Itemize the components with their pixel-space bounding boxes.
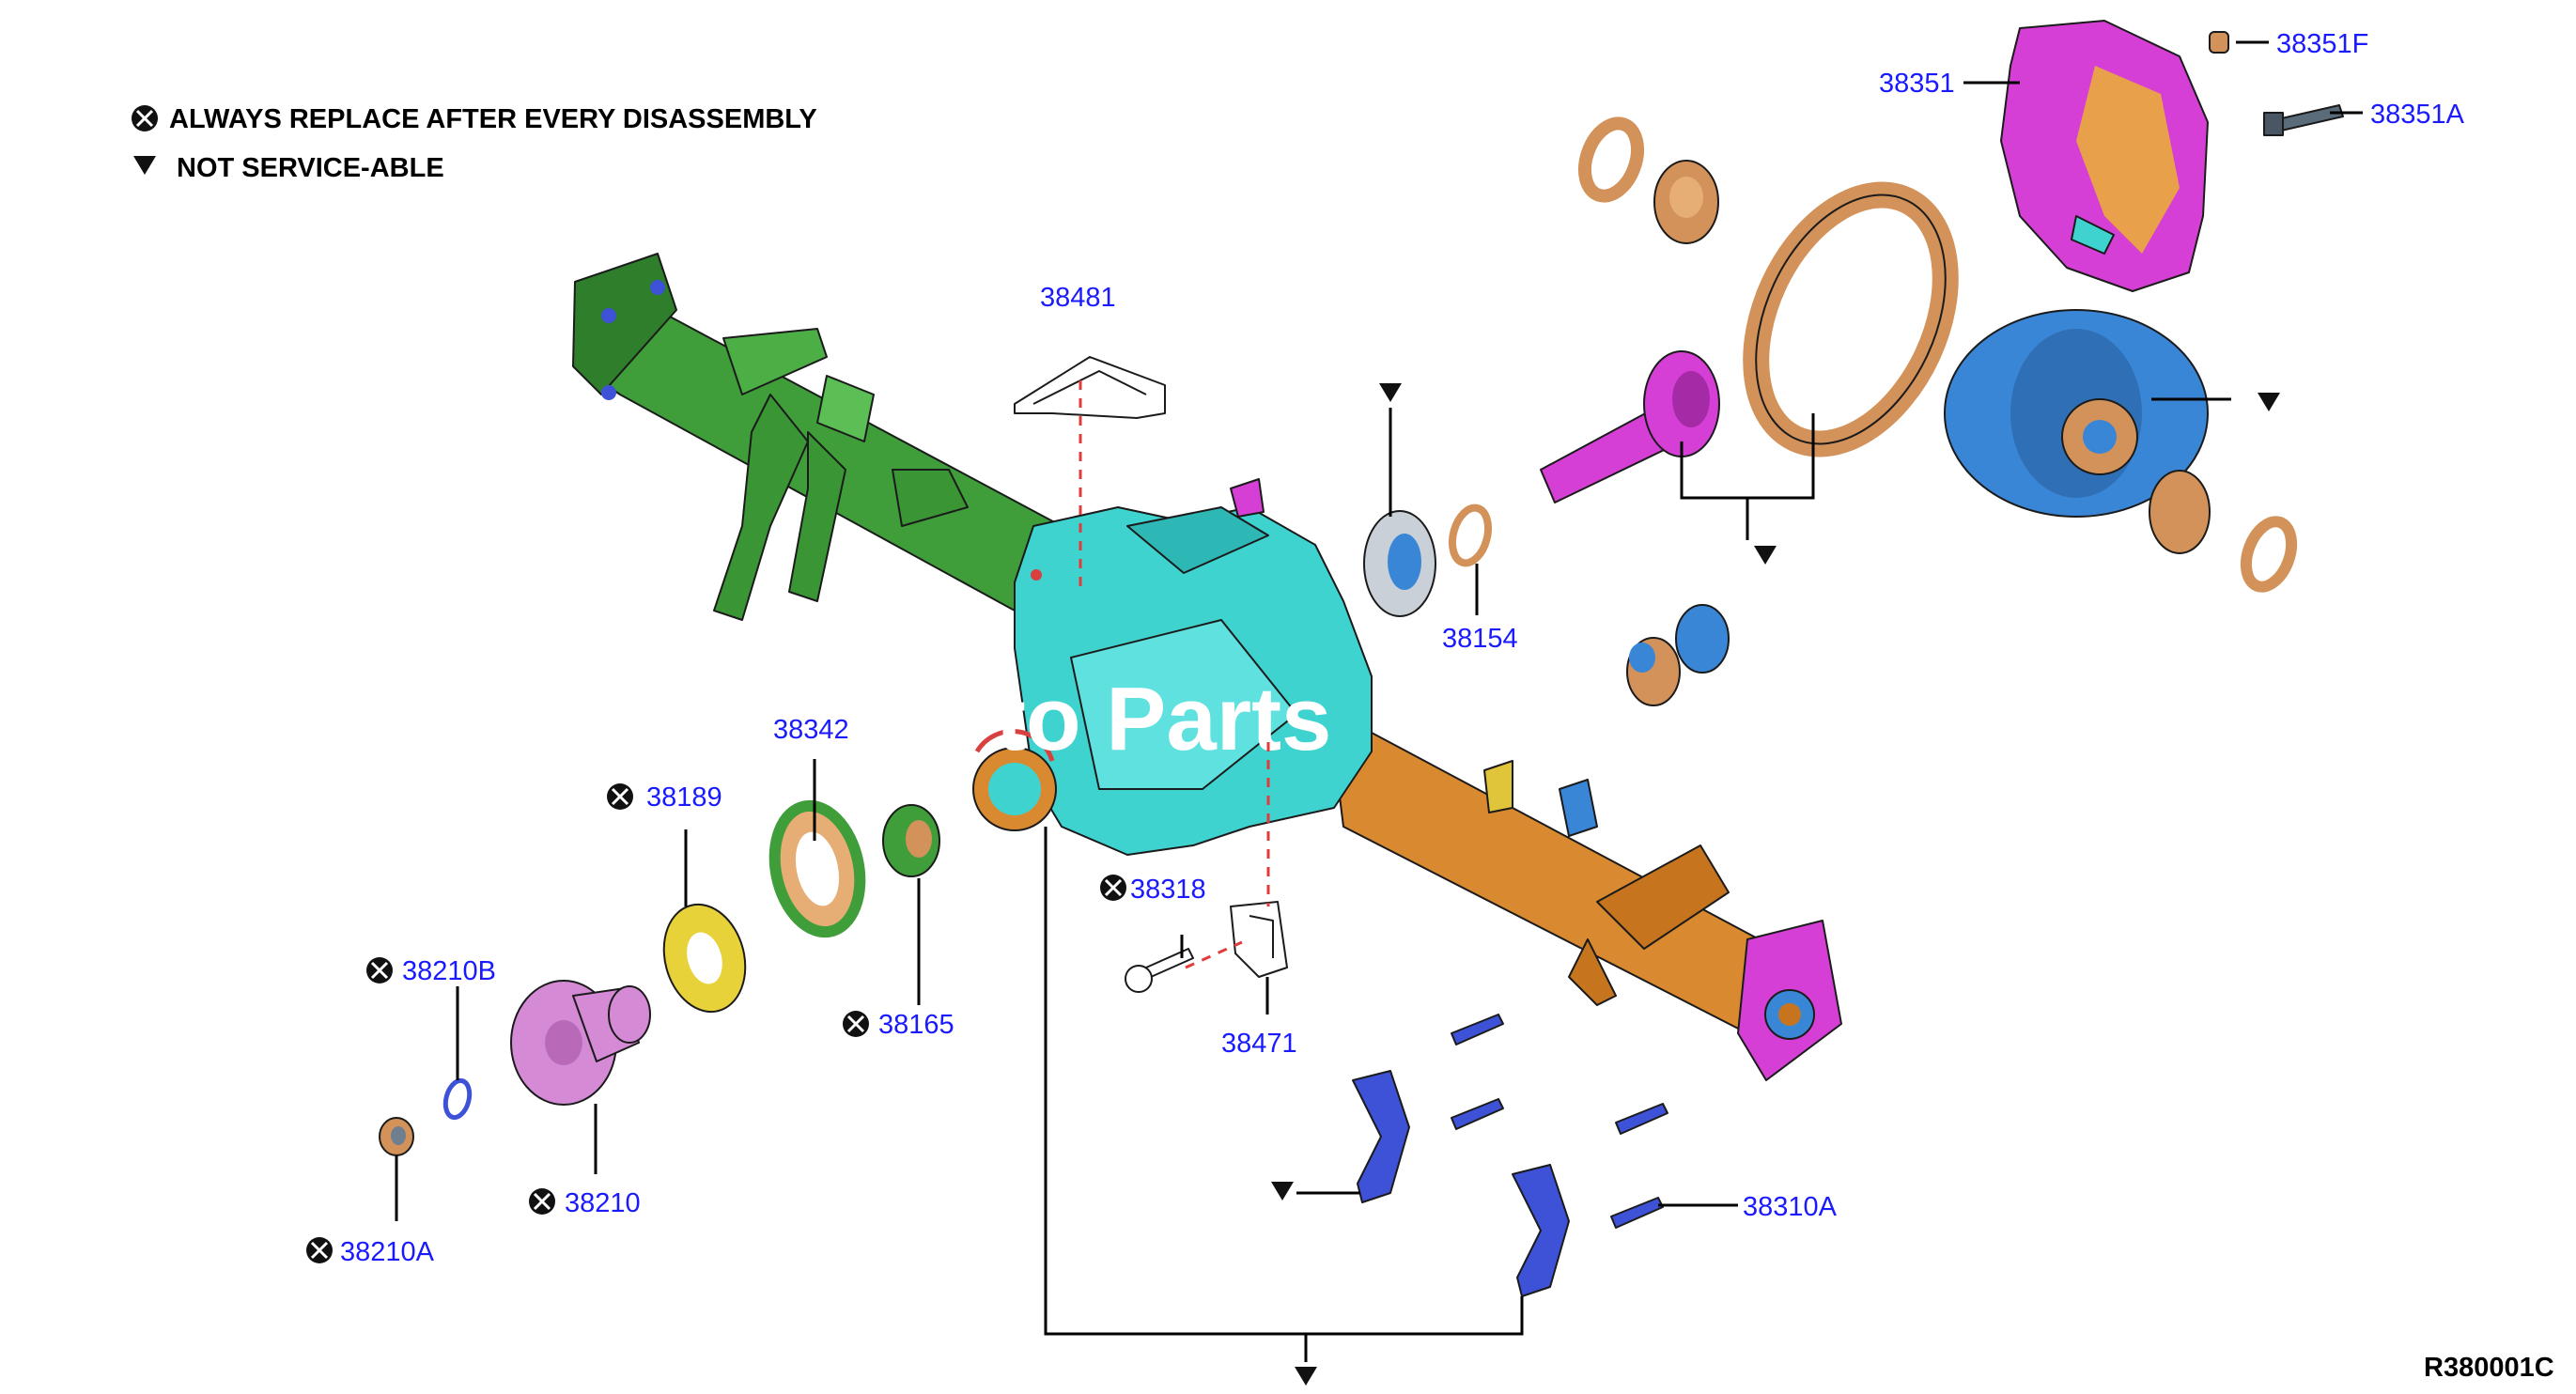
side-shim-right	[2240, 516, 2298, 593]
label-38189[interactable]: 38189	[646, 782, 722, 813]
differential-case	[1944, 309, 2209, 518]
replace-icon	[306, 1237, 333, 1263]
label-38210B[interactable]: 38210B	[402, 956, 496, 986]
replace-icon	[843, 1011, 869, 1037]
side-gear-left	[1626, 637, 1681, 706]
not-serviceable-markers	[1271, 383, 2280, 1386]
replace-icon	[529, 1188, 555, 1215]
triangle-icon	[1271, 1182, 1294, 1200]
label-38165[interactable]: 38165	[878, 1010, 954, 1040]
label-38310A[interactable]: 38310A	[1743, 1192, 1838, 1222]
legend-replace-text: ALWAYS REPLACE AFTER EVERY DISASSEMBLY	[169, 104, 817, 134]
cap-bolt-3	[1615, 1103, 1668, 1135]
part-38481-bracket	[1014, 356, 1166, 419]
label-38210A[interactable]: 38210A	[340, 1237, 435, 1267]
part-38210A-nut	[379, 1117, 414, 1156]
triangle-icon	[1754, 546, 1777, 565]
label-38351[interactable]: 38351	[1879, 69, 1955, 99]
legend-not-serviceable-text: NOT SERVICE-ABLE	[177, 153, 444, 183]
shim-ring-top	[1577, 116, 1645, 203]
label-38351A[interactable]: 38351A	[2370, 100, 2465, 130]
part-38210-companion-flange	[510, 980, 651, 1106]
side-bearing-right	[2149, 470, 2211, 554]
bearing-cap-right	[1512, 1164, 1570, 1297]
label-38210[interactable]: 38210	[565, 1188, 641, 1218]
part-38165-seal	[882, 804, 940, 877]
label-38481[interactable]: 38481	[1040, 283, 1116, 313]
diagram-code: R380001C	[2424, 1353, 2554, 1383]
triangle-icon	[1379, 383, 1402, 402]
triangle-icon	[2258, 393, 2280, 411]
part-38351A-bolt	[2263, 104, 2344, 136]
cap-bolt-2	[1451, 1098, 1504, 1130]
replace-icon	[607, 783, 633, 810]
cap-bolt-1	[1451, 1014, 1504, 1046]
part-labels: 38351 38351F 38351A 38481 38154 38342 38…	[340, 29, 2465, 1267]
legend: ALWAYS REPLACE AFTER EVERY DISASSEMBLY N…	[132, 104, 817, 183]
part-38154-shim	[1448, 503, 1493, 567]
label-38351F[interactable]: 38351F	[2276, 29, 2368, 59]
replace-markers	[306, 783, 1126, 1263]
replace-icon	[366, 957, 393, 984]
right-axle-tube	[1333, 732, 1842, 1081]
leader-lines	[395, 40, 2363, 1362]
pinion-rear-bearing	[1363, 510, 1436, 617]
ring-gear	[1743, 181, 1959, 457]
part-38210B-washer	[442, 1077, 473, 1121]
label-38342[interactable]: 38342	[773, 715, 849, 745]
watermark-text: to Parts	[996, 669, 1331, 769]
part-38351-rear-cover	[2000, 20, 2209, 292]
bearing-cone-top	[1653, 160, 1719, 244]
part-38351F-plug	[2209, 31, 2229, 54]
replace-icon	[1100, 875, 1126, 901]
triangle-icon	[1295, 1367, 1317, 1386]
part-38471-sensor	[1230, 901, 1288, 978]
side-gear-right	[1675, 604, 1730, 674]
left-axle-tube	[572, 253, 1063, 621]
differential-carrier-housing	[972, 478, 1373, 856]
label-38154[interactable]: 38154	[1442, 624, 1518, 654]
part-38310A-bolt	[1610, 1197, 1664, 1229]
label-38318[interactable]: 38318	[1130, 875, 1206, 905]
not-serviceable-triangle-icon	[133, 156, 156, 175]
bearing-cap-left	[1352, 1070, 1410, 1203]
replace-symbol-icon	[132, 105, 158, 132]
drive-pinion	[1540, 350, 1720, 503]
part-38189-deflector	[662, 903, 747, 1014]
label-38471[interactable]: 38471	[1221, 1029, 1297, 1059]
part-38342-seal	[768, 799, 866, 938]
